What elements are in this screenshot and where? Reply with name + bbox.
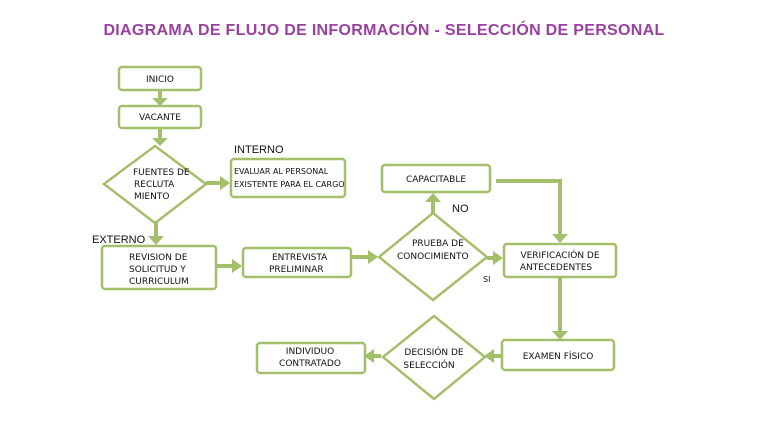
node-entrevista-line-2: PRELIMINAR [269,265,324,275]
node-vacante-label: VACANTE [139,113,181,123]
arrowhead-fuentes-evaluar [220,176,230,190]
node-individuo-line-1: INDIVIDUO [286,347,334,357]
node-revision-solicitud: REVISION DE SOLICITUD Y CURRICULUM [100,244,218,291]
label-externo: EXTERNO [92,234,146,246]
arrowhead-inicio-vacante [152,98,168,106]
node-evaluar-personal: EVALUAR AL PERSONAL EXISTENTE PARA EL CA… [229,157,347,199]
node-revision-line-3: CURRICULUM [129,277,189,287]
node-verificacion-antecedentes: VERIFICACIÓN DE ANTECEDENTES [502,242,618,279]
node-revision-line-2: SOLICITUD Y [129,265,186,275]
arrowhead-examen-decision [484,349,494,363]
node-prueba-de-conocimiento: PRUEBA DE CONOCIMIENTO [377,211,489,302]
node-vacante: VACANTE [117,104,203,130]
node-fuentes-line-1: FUENTES DE [133,168,190,178]
node-fuentes-line-3: MIENTO [134,192,169,202]
node-individuo-line-2: CONTRATADO [279,359,341,369]
arrowhead-entrevista-prueba [368,250,378,264]
node-inicio-label: INICIO [146,75,174,85]
arrowhead-vacante-fuentes [152,138,168,146]
diagram-title: DIAGRAMA DE FLUJO DE INFORMACIÓN - SELEC… [103,22,665,39]
label-interno: INTERNO [234,144,284,156]
node-capacitable-label: CAPACITABLE [406,175,466,185]
connectors [148,90,568,363]
label-no: NO [452,203,469,215]
arrowhead-revision-entrevista [232,259,242,273]
node-revision-line-1: REVISION DE [129,253,188,263]
node-individuo-contratado: INDIVIDUO CONTRATADO [255,341,367,375]
node-decision-de-seleccion: DECISIÓN DE SELECCIÓN [381,314,487,401]
arrow-capacitable-verificacion [496,179,562,236]
node-examen-label: EXAMEN FÍSICO [523,350,594,362]
node-capacitable: CAPACITABLE [380,163,492,194]
arrowhead-capacitable-verificacion [552,234,568,243]
node-fuentes-line-2: RECLUTA [134,180,175,190]
arrowhead-verificacion-examen [552,331,568,340]
arrowhead-prueba-verificacion [493,251,503,265]
node-decision-line-1: DECISIÓN DE [404,346,464,358]
arrowhead-fuentes-revision [148,236,164,245]
node-entrevista-line-1: ENTREVISTA [272,253,328,263]
node-decision-line-2: SELECCIÓN [403,359,454,371]
node-prueba-line-1: PRUEBA DE [412,239,464,249]
node-entrevista-preliminar: ENTREVISTA PRELIMINAR [241,246,353,279]
arrowhead-decision-individuo [364,349,374,363]
node-evaluar-line-2: EXISTENTE PARA EL CARGO [234,180,345,189]
arrowhead-prueba-capacitable [425,193,441,202]
node-examen-fisico: EXAMEN FÍSICO [500,338,616,372]
node-fuentes-de-reclutamiento: FUENTES DE RECLUTA MIENTO [101,144,209,225]
node-inicio: INICIO [117,65,203,92]
node-evaluar-line-1: EVALUAR AL PERSONAL [234,167,329,176]
node-verificacion-line-1: VERIFICACIÓN DE [520,249,599,261]
label-si: SI [483,275,490,284]
node-verificacion-line-2: ANTECEDENTES [520,263,593,273]
node-prueba-line-2: CONOCIMIENTO [397,252,469,262]
